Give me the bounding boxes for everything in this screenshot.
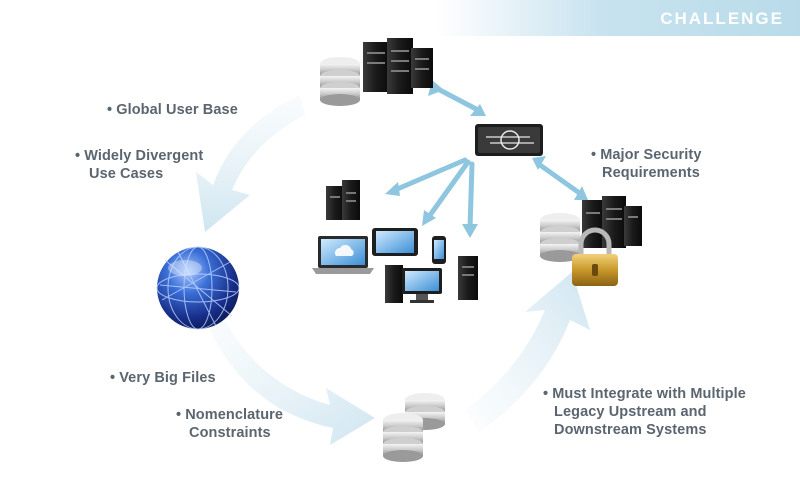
flow-arrow-bottom-left: [210, 320, 375, 445]
label-nomenclature-line-2: Constraints: [189, 425, 271, 441]
database-stack-icon: [383, 393, 445, 462]
desktop-icon: [385, 265, 442, 303]
flow-arrow-top-left: [196, 95, 305, 232]
flow-arrows: [196, 95, 590, 445]
flow-arrow-bottom-right: [465, 272, 590, 432]
label-must-integrate-line-1: Must Integrate with Multiple: [552, 386, 746, 402]
label-widely-divergent: •Widely Divergent Use Cases: [75, 148, 204, 182]
link-arrows: [385, 80, 588, 238]
link-arrow-router-server: [385, 157, 468, 196]
label-nomenclature-line-1: Nomenclature: [185, 407, 284, 423]
laptop-icon: [312, 236, 374, 274]
link-arrow-router-phone: [462, 161, 478, 238]
tower-server-icon: [458, 256, 478, 300]
label-very-big-files: •Very Big Files: [110, 370, 216, 386]
label-major-security-line-1: Major Security: [600, 147, 702, 163]
phone-icon: [432, 236, 446, 264]
padlock-icon: [572, 227, 618, 286]
label-widely-divergent-line-1: Widely Divergent: [84, 148, 204, 164]
label-widely-divergent-line-2: Use Cases: [89, 166, 164, 182]
server-cluster-icon: [320, 38, 433, 106]
label-major-security-line-2: Requirements: [602, 165, 700, 181]
label-nomenclature: •Nomenclature Constraints: [176, 407, 284, 441]
tablet-icon: [372, 228, 418, 256]
locked-server-icon: [540, 196, 642, 286]
banner-label: CHALLENGE: [660, 9, 784, 28]
link-arrow-top-router: [428, 80, 486, 116]
link-arrow-router-tablet: [422, 159, 471, 226]
label-very-big-files-text: Very Big Files: [119, 370, 216, 386]
link-arrow-router-secure: [532, 156, 588, 200]
label-must-integrate-line-3: Downstream Systems: [554, 422, 707, 438]
small-server-icon: [326, 180, 360, 220]
label-major-security: •Major Security Requirements: [591, 147, 702, 181]
label-global-user-base-text: Global User Base: [116, 102, 238, 118]
devices-group-icon: [312, 180, 478, 303]
challenge-banner: CHALLENGE: [436, 0, 800, 36]
globe-network-icon: [156, 246, 240, 330]
label-must-integrate-line-2: Legacy Upstream and: [554, 404, 707, 420]
label-global-user-base: •Global User Base: [107, 102, 238, 118]
network-switch-icon: [475, 124, 543, 156]
label-must-integrate: •Must Integrate with Multiple Legacy Ups…: [543, 386, 746, 438]
